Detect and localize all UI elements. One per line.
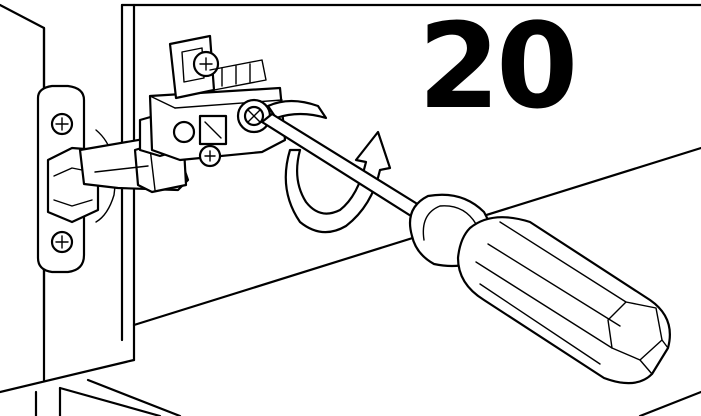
screwdriver xyxy=(260,112,671,385)
rotation-arrow-icon xyxy=(266,99,392,234)
step-number: 20 xyxy=(418,0,578,135)
adjustment-screw xyxy=(236,98,272,134)
